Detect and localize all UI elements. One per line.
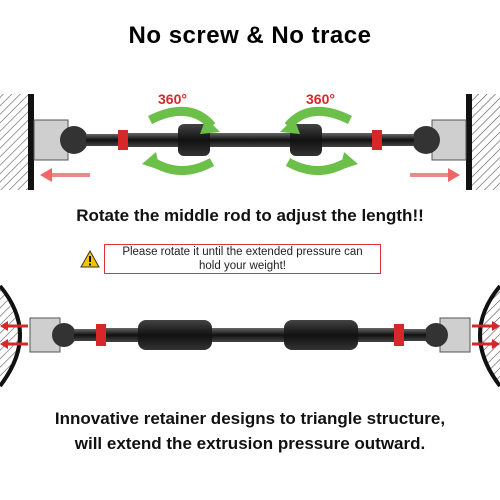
right-rotate-icon xyxy=(280,106,358,175)
description-line1: Innovative retainer designs to triangle … xyxy=(54,409,446,428)
left-mount xyxy=(33,119,128,161)
description-line2: will extend the extrusion pressure outwa… xyxy=(74,434,426,453)
right-wall xyxy=(466,94,500,190)
right-outward-arrow xyxy=(410,168,460,182)
left-rotate-icon xyxy=(142,106,220,175)
bottom-bar-illustration xyxy=(0,284,500,388)
warning-text-line1: Please rotate it until the extended pres… xyxy=(122,246,363,258)
right-rotation-label: 360° xyxy=(306,91,335,107)
right-mount xyxy=(372,119,467,161)
left-pressure-arrows xyxy=(0,321,28,349)
left-grip-bottom xyxy=(138,320,212,350)
right-pressure-arrows xyxy=(472,321,500,349)
right-grip-bottom xyxy=(284,320,358,350)
main-rod xyxy=(128,133,372,147)
warning-text-line2: hold your weight! xyxy=(199,260,286,272)
left-rotation-label: 360° xyxy=(158,91,187,107)
warning-icon xyxy=(80,250,100,268)
right-mount-bottom xyxy=(394,317,471,353)
instruction-text: Rotate the middle rod to adjust the leng… xyxy=(76,206,424,225)
top-bar-illustration: 360° 360° xyxy=(0,91,500,190)
page-title: No screw & No trace xyxy=(128,22,372,49)
left-wall-bottom xyxy=(0,284,22,388)
left-wall xyxy=(0,94,34,190)
left-mount-bottom xyxy=(29,317,106,353)
description-text: Innovative retainer designs to triangle … xyxy=(0,406,500,456)
right-wall-bottom xyxy=(478,284,500,388)
left-outward-arrow xyxy=(40,168,90,182)
warning-box: Please rotate it until the extended pres… xyxy=(104,244,381,274)
